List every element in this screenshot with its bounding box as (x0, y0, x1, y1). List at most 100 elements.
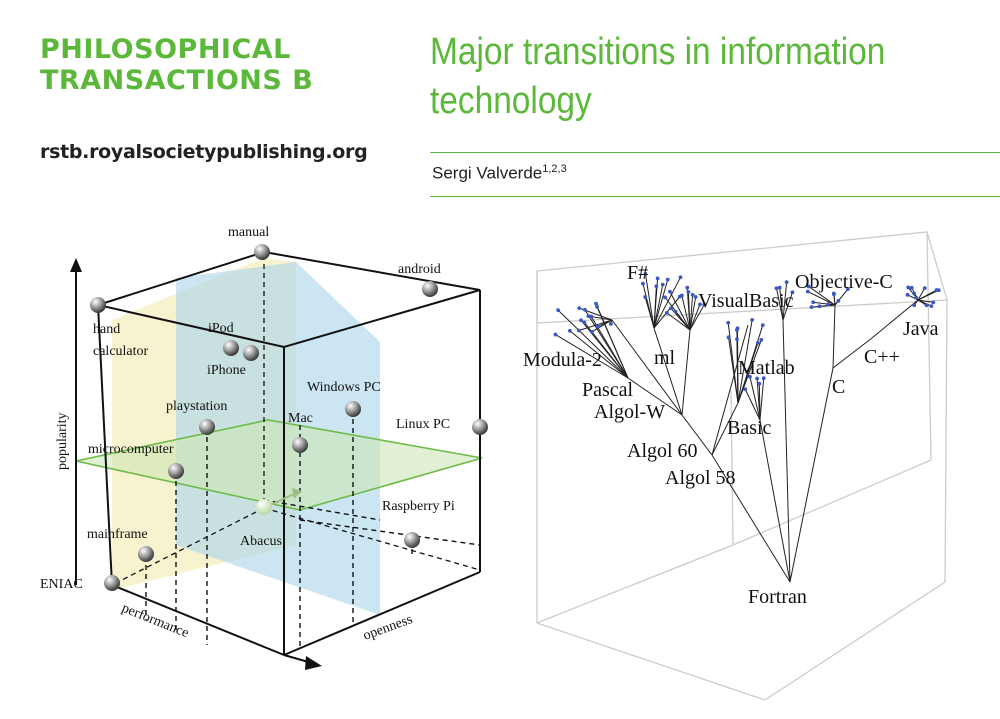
tree-node (582, 307, 587, 312)
tree-node (912, 291, 917, 296)
point-abacus[interactable] (256, 499, 272, 515)
tree-edge (917, 287, 926, 301)
point-windows-pc[interactable] (345, 401, 361, 417)
tree-label-basic: Basic (727, 417, 772, 439)
tree-node (784, 280, 789, 285)
tree-edge (569, 330, 629, 379)
point-manual[interactable] (254, 244, 270, 260)
label-mainframe: mainframe (87, 527, 148, 542)
tree-edge (782, 282, 788, 321)
tree-node (756, 340, 760, 345)
tree-label-algol-w: Algol-W (594, 401, 665, 423)
tree-edge (871, 299, 919, 339)
tree-node (909, 285, 914, 290)
tree-edge (681, 329, 691, 416)
tree-node (679, 293, 684, 298)
tree-node (735, 326, 740, 331)
tree-edge (580, 319, 629, 379)
journal-name-line2: TRANSACTIONS B (40, 65, 314, 96)
tree-edge (834, 288, 849, 306)
point-mainframe[interactable] (138, 546, 154, 562)
tree-label-fortran: Fortran (748, 586, 807, 608)
tree-edge (584, 309, 629, 379)
tree-node (912, 303, 917, 308)
tree-label-cpp: C++ (864, 346, 900, 368)
tree-node (826, 302, 830, 307)
label-linux-pc: Linux PC (396, 417, 450, 432)
point-mac[interactable] (292, 437, 308, 453)
tree-edge (591, 319, 613, 333)
tree-edge (789, 367, 834, 583)
tree-edge (749, 376, 761, 421)
tree-label-objective-c: Objective-C (795, 271, 893, 293)
tree-label-ml: ml (654, 347, 676, 369)
point-playstation[interactable] (199, 419, 215, 435)
tree-edge (627, 377, 683, 416)
tree-edge (807, 291, 836, 306)
tree-node (669, 306, 673, 311)
tree-edge (782, 292, 793, 321)
tree-node (761, 376, 766, 381)
tree-node (663, 295, 668, 300)
tree-edge (689, 304, 701, 331)
tree-edge (779, 287, 784, 321)
tree-node (750, 317, 755, 322)
axis-label-popularity: popularity (55, 412, 70, 470)
point-android[interactable] (422, 281, 438, 297)
title-divider (430, 152, 1000, 153)
tree-edge (555, 334, 629, 379)
tree-edge (759, 378, 765, 421)
tree-node (577, 306, 582, 311)
arrow-right-icon (305, 656, 322, 670)
tree-edge (578, 319, 613, 331)
tree-edge (644, 273, 655, 329)
tree-node (702, 302, 707, 307)
tree-node (726, 320, 731, 325)
tree-edge (681, 295, 691, 331)
journal-website[interactable]: rstb.royalsocietypublishing.org (40, 141, 368, 163)
tree-node (811, 300, 816, 305)
tree-label-matlab: Matlab (738, 357, 795, 379)
tree-node (568, 328, 572, 333)
point-ipod[interactable] (223, 340, 239, 356)
tree-node (654, 284, 659, 289)
tree-node (576, 328, 581, 333)
drop-lines (145, 410, 481, 650)
tree-label-c: C (832, 376, 845, 398)
point-iphone[interactable] (243, 345, 259, 361)
tree-node (924, 303, 929, 308)
tree-edges (555, 273, 939, 583)
point-hand-calculator[interactable] (90, 297, 106, 313)
point-linux-pc[interactable] (472, 419, 488, 435)
label-eniac: ENIAC (40, 577, 83, 592)
tree-edge (653, 327, 683, 416)
tree-node (693, 295, 698, 299)
label-windows-pc: Windows PC (307, 380, 381, 395)
tree-node (579, 318, 583, 323)
tree-node (774, 286, 779, 291)
journal-name-line1: PHILOSOPHICAL (40, 34, 291, 65)
tree-edge (917, 299, 934, 303)
tree-edge (653, 279, 669, 329)
author-name: Sergi Valverde (432, 163, 543, 183)
point-eniac[interactable] (104, 575, 120, 591)
tree-node (582, 320, 587, 325)
tree-edge (832, 304, 836, 369)
cube-figure: manual android hand calculator iPod iPho… (40, 225, 488, 670)
tree-node (665, 277, 670, 282)
tree-nodes (553, 271, 941, 392)
label-hand-calculator-1: hand (93, 322, 120, 337)
point-raspberry-pi[interactable] (404, 532, 420, 548)
tree-node (929, 304, 934, 309)
point-microcomputer[interactable] (168, 463, 184, 479)
tree-edge (917, 289, 937, 301)
tree-edge (644, 296, 655, 329)
author-affiliations: 1,2,3 (542, 163, 567, 175)
tree-edge (737, 319, 753, 404)
tree-edge (686, 287, 691, 331)
tree-label-visualbasic: VisualBasic (698, 290, 794, 312)
tree-edge (811, 304, 836, 308)
tree-edge (611, 319, 683, 416)
cube-points (90, 244, 488, 591)
